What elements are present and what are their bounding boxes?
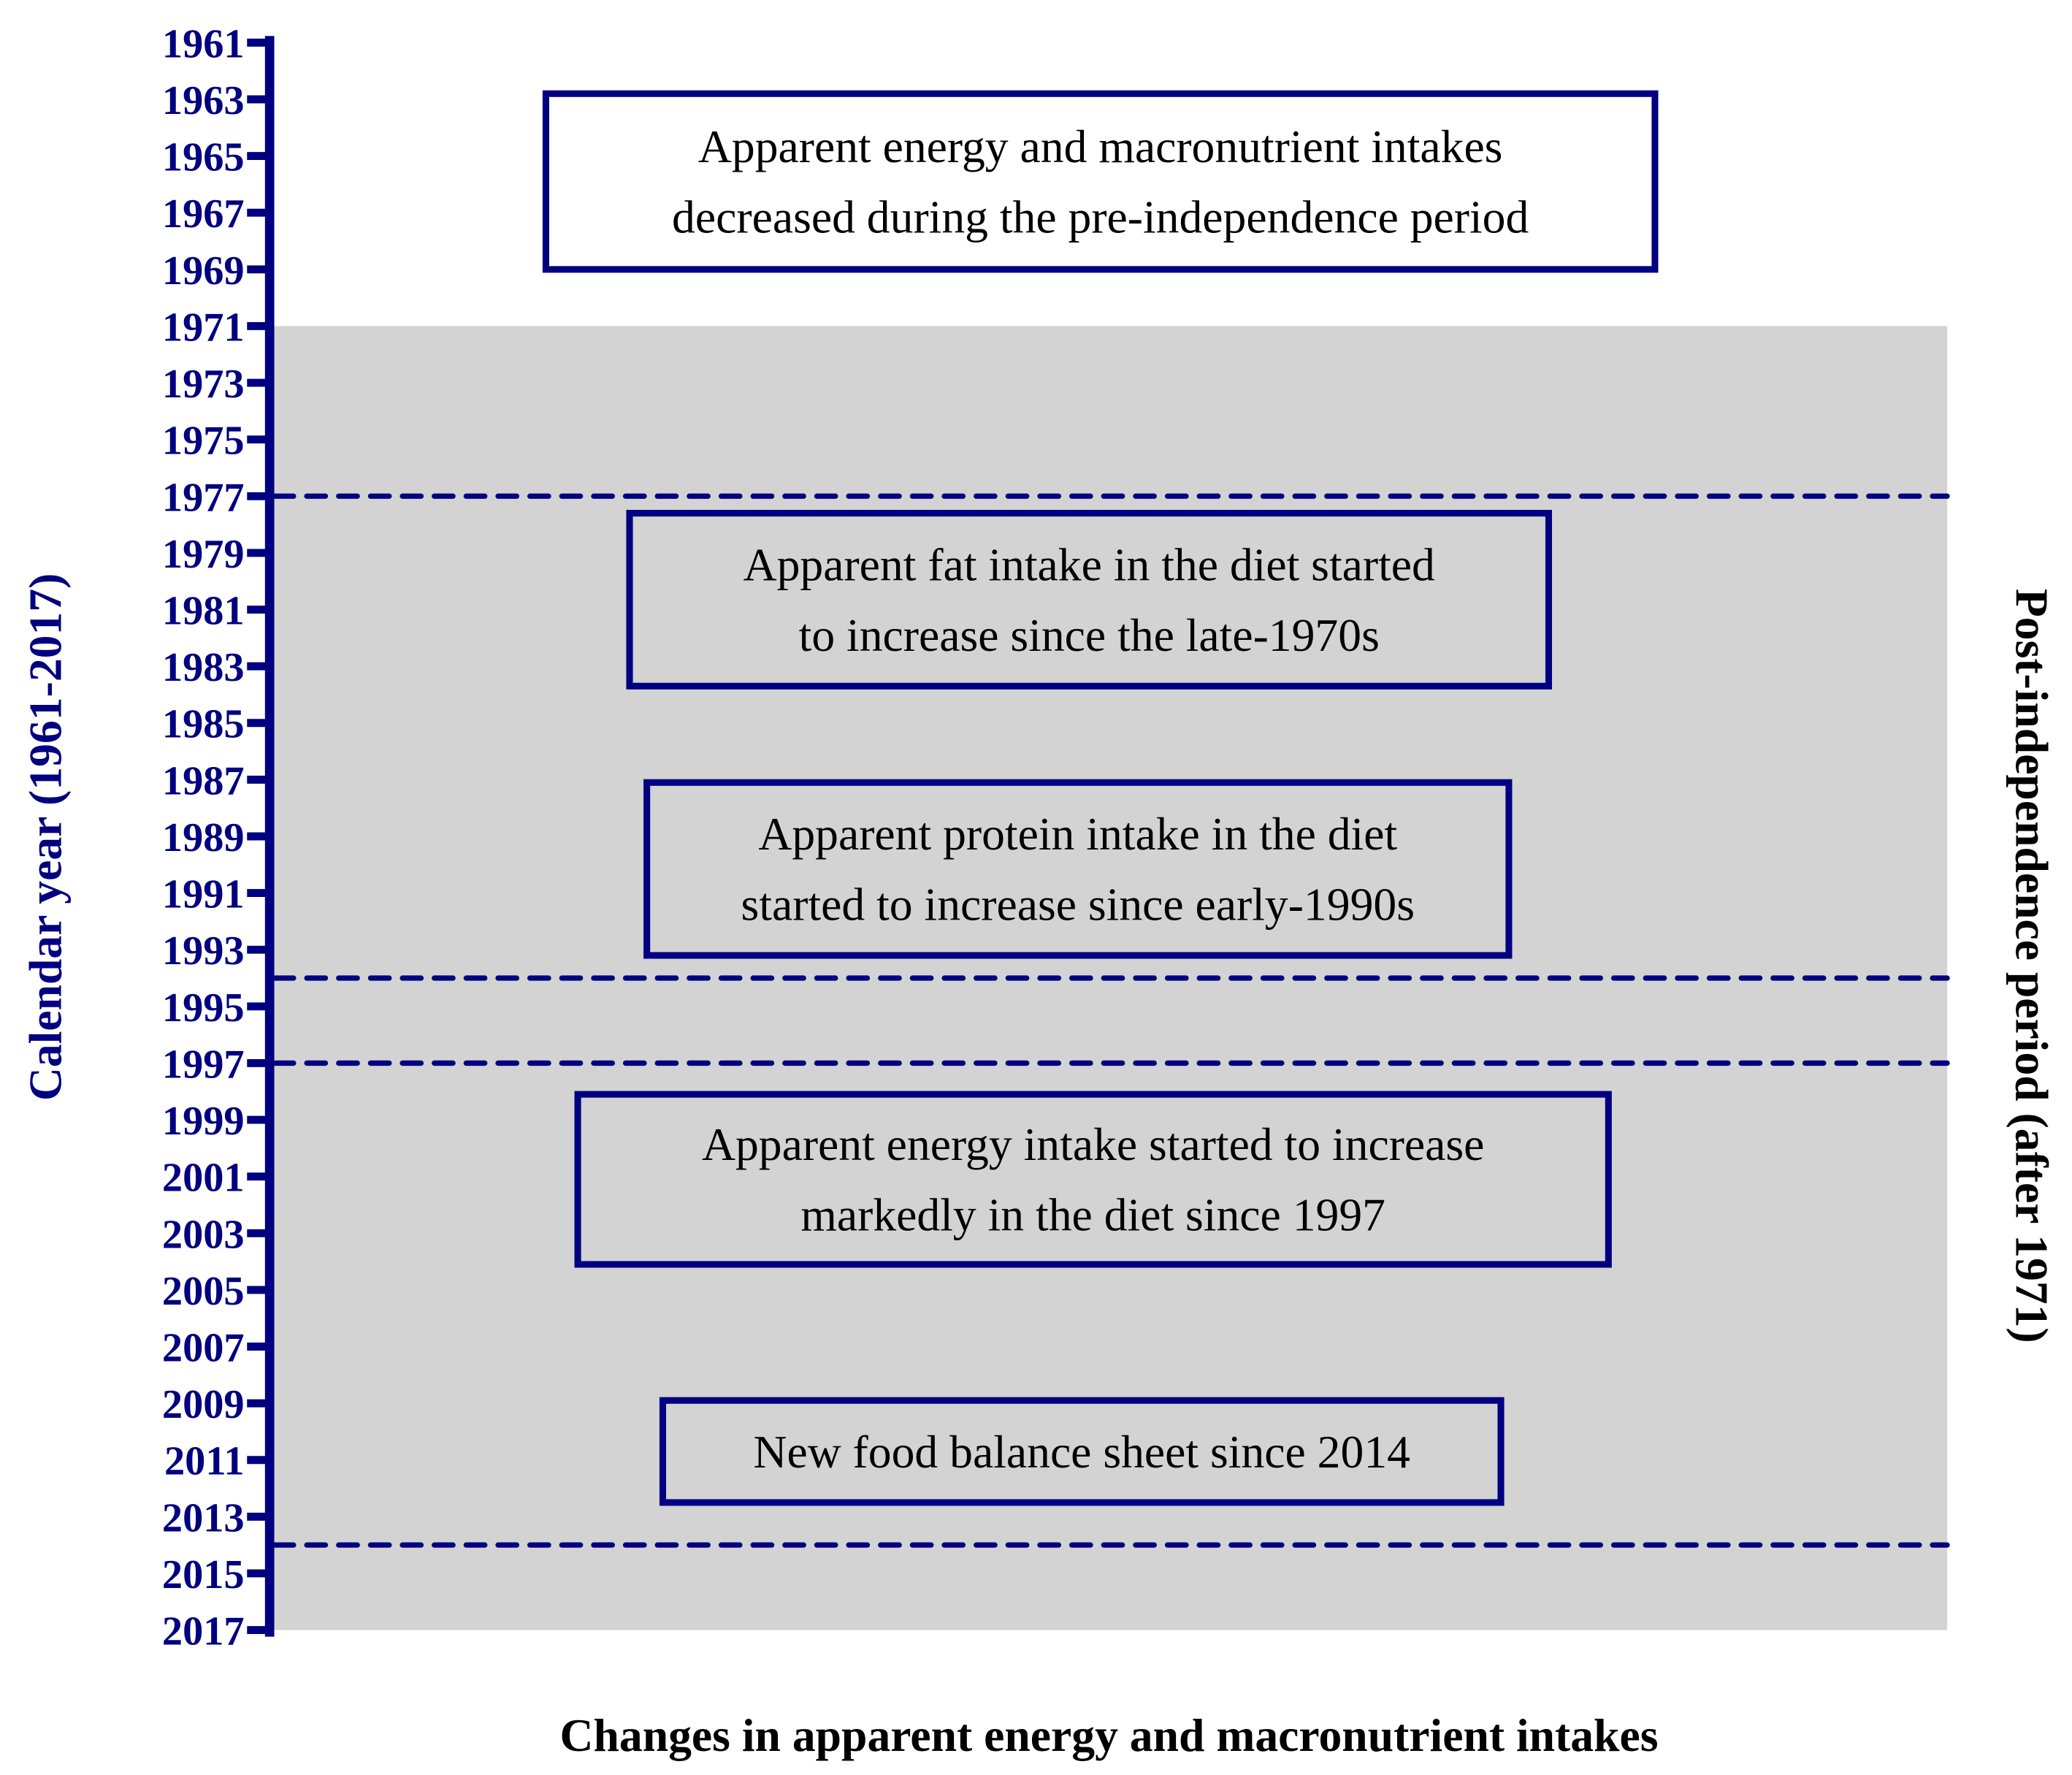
y-tick-label: 1983: [162, 645, 245, 690]
annotation-text-line: Apparent protein intake in the diet: [758, 808, 1397, 860]
annotation-box: Apparent energy and macronutrient intake…: [542, 90, 1659, 273]
right-period-label: Post-independence period (after 1971): [2006, 589, 2058, 1343]
annotation-box: Apparent fat intake in the diet started t…: [626, 510, 1553, 690]
y-tick-label: 1967: [162, 191, 245, 237]
y-tick-label: 2003: [162, 1212, 245, 1257]
annotation-box-border: [542, 90, 1659, 273]
annotation-text-line: New food balance sheet since 2014: [753, 1426, 1410, 1478]
annotation-text-line: Apparent energy intake started to increa…: [702, 1118, 1484, 1170]
y-tick-label: 2005: [162, 1269, 245, 1314]
y-tick-label: 1965: [162, 135, 245, 180]
annotation-box-border: [626, 510, 1553, 690]
x-axis-title: Changes in apparent energy and macronutr…: [560, 1709, 1659, 1761]
y-tick-label: 1975: [162, 419, 245, 464]
y-axis-ticks: 1961 1963 1965 1967 1969 1971 1973 1975 1977 1979…: [162, 21, 270, 1654]
annotation-text-line: Apparent fat intake in the diet started: [743, 539, 1435, 591]
y-tick-label: 1989: [162, 815, 245, 860]
y-tick-label: 1999: [162, 1099, 245, 1144]
y-tick-label: 1979: [162, 532, 245, 577]
annotation-text-line: markedly in the diet since 1997: [800, 1189, 1385, 1241]
y-tick-label: 2017: [162, 1609, 245, 1654]
annotation-box-border: [659, 1397, 1505, 1506]
y-axis-title: Calendar year (1961-2017): [20, 573, 72, 1101]
y-tick-label: 1991: [162, 872, 245, 917]
annotation-box: New food balance sheet since 2014: [659, 1397, 1505, 1506]
annotation-box-border: [574, 1091, 1612, 1268]
annotation-box-border: [643, 779, 1513, 959]
y-tick-label: 2015: [162, 1552, 245, 1598]
annotation-text-line: to increase since the late-1970s: [799, 609, 1380, 661]
y-tick-label: 1995: [162, 985, 245, 1031]
annotation-box: Apparent energy intake started to increa…: [574, 1091, 1612, 1268]
y-tick-label: 1987: [162, 758, 245, 803]
y-tick-label: 1977: [162, 475, 245, 520]
annotation-text-line: decreased during the pre-independence pe…: [672, 191, 1529, 243]
dashed-lines: [272, 493, 1950, 1548]
y-tick-label: 1973: [162, 362, 245, 407]
y-tick-label: 1993: [162, 928, 245, 974]
annotation-text-line: Apparent energy and macronutrient intake…: [698, 121, 1503, 172]
annotation-box: Apparent protein intake in the diet start…: [643, 779, 1513, 959]
y-tick-label: 1969: [162, 248, 245, 294]
y-tick-label: 2011: [164, 1439, 245, 1484]
y-tick-label: 1985: [162, 702, 245, 747]
annotation-text-line: started to increase since early-1990s: [741, 879, 1415, 931]
y-tick-label: 1961: [162, 21, 245, 66]
y-tick-label: 2007: [162, 1326, 245, 1371]
y-tick-label: 1981: [162, 589, 245, 634]
annotation-boxes: Apparent energy and macronutrient intake…: [542, 90, 1659, 1506]
y-tick-label: 1997: [162, 1042, 245, 1087]
y-tick-label: 2001: [162, 1156, 245, 1201]
y-tick-label: 1971: [162, 305, 245, 350]
y-tick-label: 2009: [162, 1382, 245, 1427]
y-tick-label: 2013: [162, 1495, 245, 1541]
y-tick-label: 1963: [162, 78, 245, 123]
